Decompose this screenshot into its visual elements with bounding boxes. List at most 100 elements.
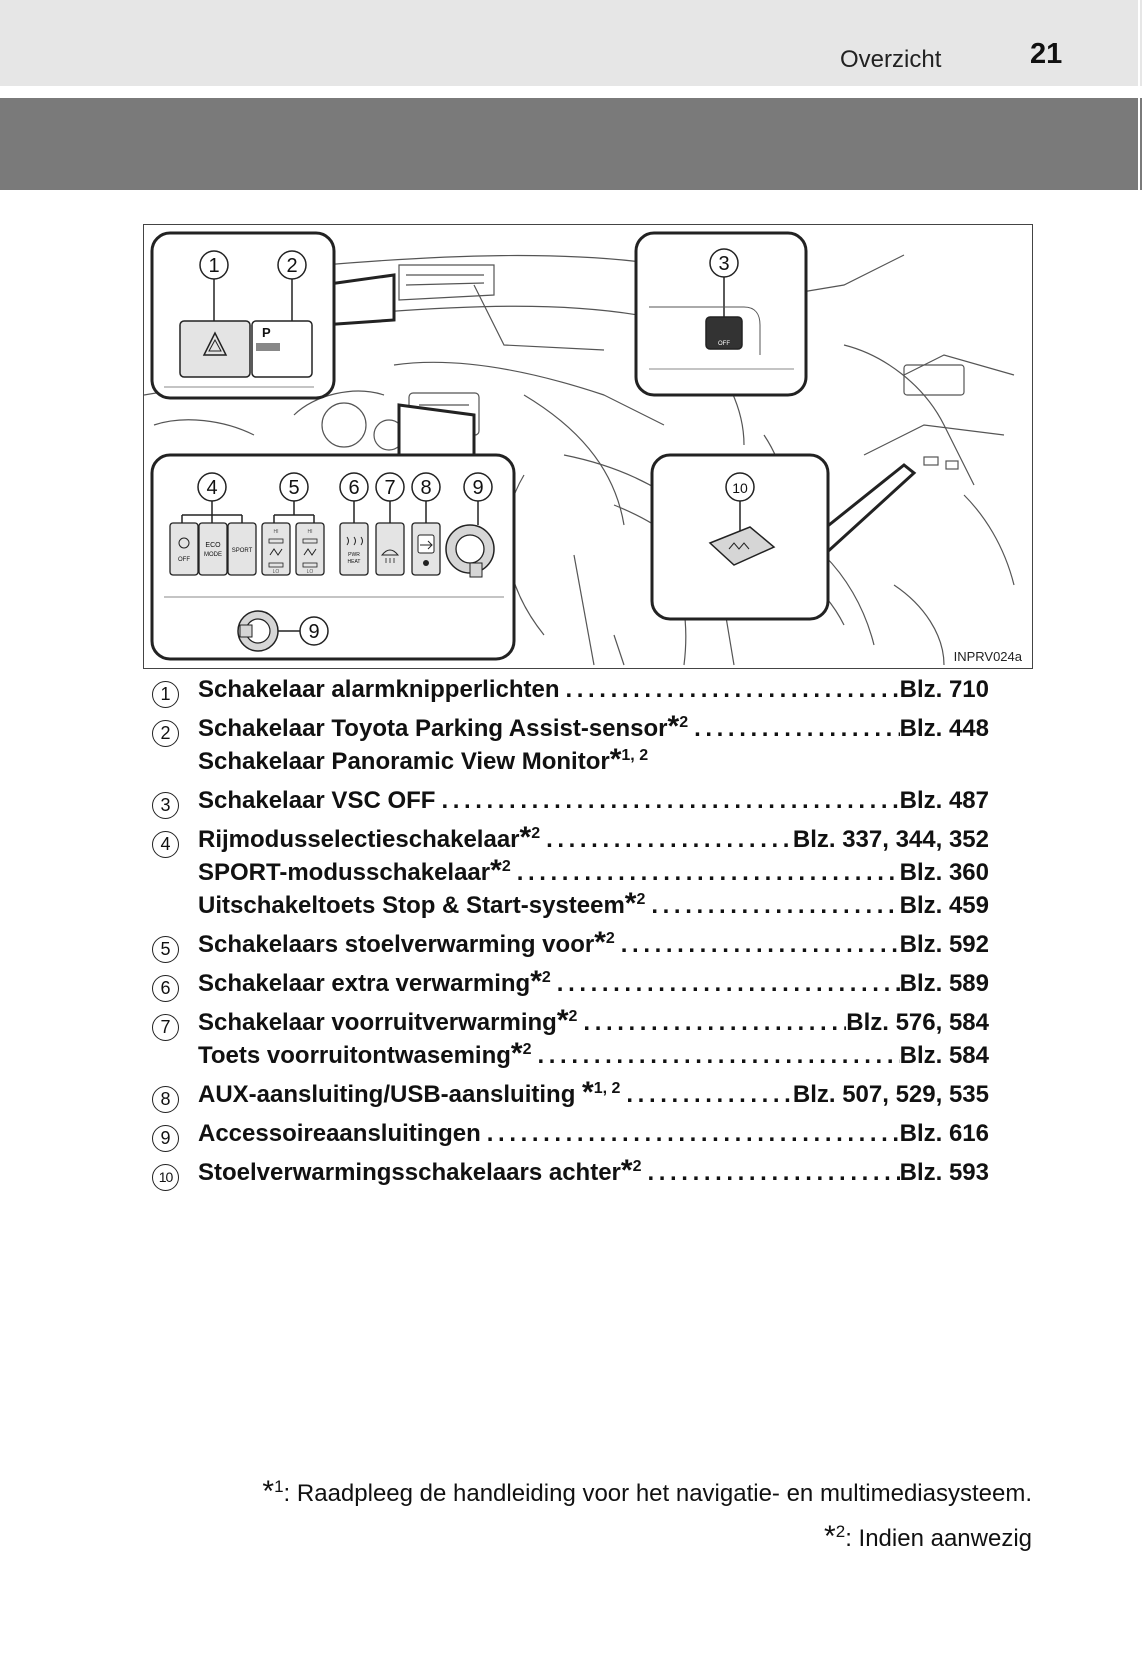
entry-text: Schakelaar alarmknipperlichten [198, 676, 560, 703]
page-reference[interactable]: Blz. 616 [900, 1120, 989, 1148]
dot-leader: ........................................… [642, 1159, 900, 1187]
eco-label-2: MODE [204, 552, 222, 558]
entry-text: Toets voorruitontwaseming [198, 1042, 511, 1069]
page-reference[interactable]: Blz. 593 [900, 1159, 989, 1187]
parking-label: P [262, 325, 271, 340]
footnote-ref: 2 [633, 1158, 642, 1175]
entry-text: Schakelaar voorruitverwarming [198, 1009, 557, 1036]
legend-line: Schakelaar extra verwarming*2...........… [198, 970, 989, 1003]
footnote-ref: 2 [531, 825, 540, 842]
callout-4: 4 [206, 477, 217, 499]
callout-6: 6 [348, 477, 359, 499]
page-reference[interactable]: Blz. 576, 584 [846, 1009, 989, 1037]
entry-text: Uitschakeltoets Stop & Start-systeem [198, 892, 625, 919]
legend-entry: 2 Schakelaar Toyota Parking Assist-sensor… [150, 715, 990, 781]
entry-number: 7 [152, 1014, 179, 1041]
callout-5: 5 [288, 477, 299, 499]
footnote-ref: 2 [679, 714, 688, 731]
dot-leader: ........................................… [560, 676, 900, 704]
page-reference[interactable]: Blz. 337, 344, 352 [793, 826, 989, 854]
entry-text: Schakelaar Toyota Parking Assist-sensor [198, 715, 668, 742]
entry-text: Schakelaars stoelverwarming voor [198, 931, 594, 958]
dot-leader: ........................................… [511, 859, 900, 887]
legend-list: 1 Schakelaar alarmknipperlichten.........… [150, 676, 990, 1198]
entry-text: SPORT-modusschakelaar [198, 859, 490, 886]
footnote-star: * [490, 854, 502, 887]
footnote-ref: 1, 2 [621, 747, 648, 764]
dot-leader: ........................................… [620, 1081, 792, 1109]
entry-number: 2 [152, 720, 179, 747]
dot-leader: ........................................… [481, 1120, 900, 1148]
callout-3: 3 [718, 253, 729, 275]
entry-number: 3 [152, 792, 179, 819]
dashboard-illustration: 1 2 P 3 OFF [143, 224, 1033, 669]
footnote-number: 1 [274, 1477, 283, 1496]
page-reference[interactable]: Blz. 459 [900, 892, 989, 920]
footnote-ref: 2 [606, 930, 615, 947]
entry-text: Stoelverwarmingsschakelaars achter [198, 1159, 621, 1186]
page-reference[interactable]: Blz. 589 [900, 970, 989, 998]
dot-leader: ........................................… [540, 826, 793, 854]
page-reference[interactable]: Blz. 592 [900, 931, 989, 959]
pwr-label: PWR [348, 552, 360, 558]
page-reference[interactable]: Blz. 710 [900, 676, 989, 704]
stop-start-off-label: OFF [178, 557, 190, 563]
footnote-star: * [557, 1004, 569, 1037]
callout-7: 7 [384, 477, 395, 499]
vsc-off-label: OFF [718, 341, 730, 347]
footnote-star: * [530, 965, 542, 998]
footnote: *2: Indien aanwezig [262, 1513, 1032, 1558]
hi-label-left: HI [274, 529, 279, 535]
dot-leader: ........................................… [532, 1042, 900, 1070]
callout-8: 8 [420, 477, 431, 499]
footnote-star: * [625, 887, 637, 920]
dot-leader: ........................................… [645, 892, 899, 920]
footnotes: *1: Raadpleeg de handleiding voor het na… [262, 1468, 1032, 1558]
footnote-star: * [621, 1154, 633, 1187]
footnote-star: * [594, 926, 606, 959]
entry-number: 5 [152, 936, 179, 963]
entry-number: 1 [152, 681, 179, 708]
legend-line: Rijmodusselectieschakelaar*2............… [198, 826, 989, 859]
page-reference[interactable]: Blz. 507, 529, 535 [793, 1081, 989, 1109]
eco-label-1: ECO [205, 542, 221, 549]
page-number: 21 [1030, 38, 1062, 71]
legend-line: Accessoireaansluitingen.................… [198, 1120, 989, 1153]
entry-number: 6 [152, 975, 179, 1002]
entry-text: Schakelaar VSC OFF [198, 787, 435, 814]
dot-leader: ........................................… [551, 970, 900, 998]
legend-line: Schakelaar alarmknipperlichten..........… [198, 676, 989, 709]
page-reference[interactable]: Blz. 360 [900, 859, 989, 887]
dot-leader: ........................................… [615, 931, 900, 959]
footnote-ref: 2 [542, 969, 551, 986]
callout-9-socket: 9 [308, 621, 319, 643]
dot-leader: ........................................… [688, 715, 899, 743]
hi-label-right: HI [308, 529, 313, 535]
legend-entry: 3 Schakelaar VSC OFF.....................… [150, 787, 990, 820]
footnote-number: 2 [836, 1522, 845, 1541]
page-reference[interactable]: Blz. 487 [900, 787, 989, 815]
footnote-ref: 2 [523, 1041, 532, 1058]
dot-leader: ........................................… [577, 1009, 846, 1037]
lo-label-left: LO [273, 569, 280, 575]
page-reference[interactable]: Blz. 584 [900, 1042, 989, 1070]
header-band [0, 0, 1142, 86]
chapter-band [0, 98, 1142, 190]
legend-entry: 6 Schakelaar extra verwarming*2..........… [150, 970, 990, 1003]
footnote: *1: Raadpleeg de handleiding voor het na… [262, 1468, 1032, 1513]
header-divider [0, 86, 1142, 98]
legend-line: Toets voorruitontwaseming*2.............… [198, 1042, 989, 1075]
entry-number: 8 [152, 1086, 179, 1113]
dot-leader: ........................................… [435, 787, 899, 815]
entry-text: Accessoireaansluitingen [198, 1120, 481, 1147]
lo-label-right: LO [307, 569, 314, 575]
entry-text: Schakelaar extra verwarming [198, 970, 530, 997]
entry-text: Rijmodusselectieschakelaar [198, 826, 520, 853]
footnote-ref: 2 [636, 891, 645, 908]
legend-line: Uitschakeltoets Stop & Start-systeem*2..… [198, 892, 989, 925]
footnote-star: * [520, 821, 532, 854]
page-reference[interactable]: Blz. 448 [900, 715, 989, 743]
